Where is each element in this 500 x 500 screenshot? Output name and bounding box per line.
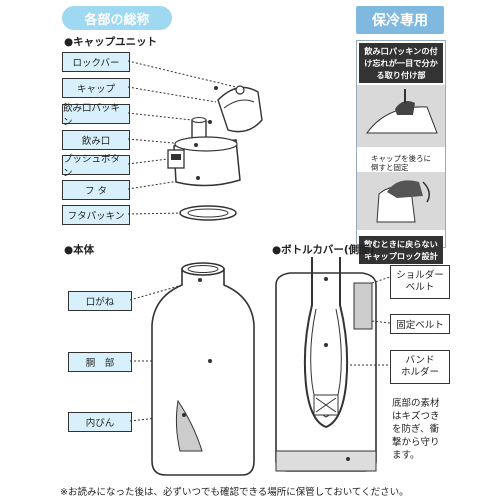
right-info-panel: 飲み口パッキンの付 け忘れが一目で分か る取り付け部 キャップを後ろに 倒すと固… (356, 40, 446, 264)
bottle-cover-heading: ●ボトルカバー(側面) (272, 244, 375, 256)
label-band-holder: バンド ホルダー (390, 350, 450, 384)
spout-packing-note: 飲み口パッキンの付 け忘れが一目で分か る取り付け部 (359, 43, 443, 83)
bottle-cover-illustration (275, 257, 390, 472)
section-tab-part-names: 各部の総称 (62, 6, 172, 30)
label-spout: 飲み口 (62, 130, 130, 150)
cap-unit-heading: ●キャップユニット (64, 36, 158, 48)
label-lock-bar: ロックバー (62, 52, 130, 72)
cap-unit-illustration (128, 60, 263, 221)
cap-lock-illustration (357, 172, 445, 230)
footer-notice: ※お読みになった後は、必ずいつでも確認できる場所に保管しておいてください。 (60, 487, 409, 498)
label-body: 胴 部 (68, 352, 132, 372)
cold-only-badge: 保冷専用 (356, 6, 444, 34)
body-heading: ●本体 (64, 244, 95, 256)
bottle-body-illustration (130, 262, 255, 476)
label-spout-packing: 飲み口パッキン (62, 103, 130, 128)
label-mouth-ring: 口がね (68, 291, 132, 311)
label-inner-bottle: 内びん (68, 412, 132, 432)
label-shoulder-belt: ショルダー ベルト (390, 265, 450, 299)
cap-fold-caption: キャップを後ろに 倒すと固定 (371, 154, 431, 172)
cap-lock-note: 飲むときに戻らない キャップロック設計 (359, 236, 443, 264)
spout-closeup-illustration (357, 85, 445, 147)
cover-bottom-note: 底部の素材 はキズつき を防ぎ、衝 撃から守り ます。 (392, 398, 440, 461)
label-fixing-belt: 固定ベルト (390, 314, 450, 334)
label-cap: キャップ (62, 78, 130, 98)
label-push-button: プッシュボタン (62, 154, 130, 179)
label-lid: フ タ (62, 180, 130, 200)
label-lid-packing: フタパッキン (62, 205, 130, 225)
